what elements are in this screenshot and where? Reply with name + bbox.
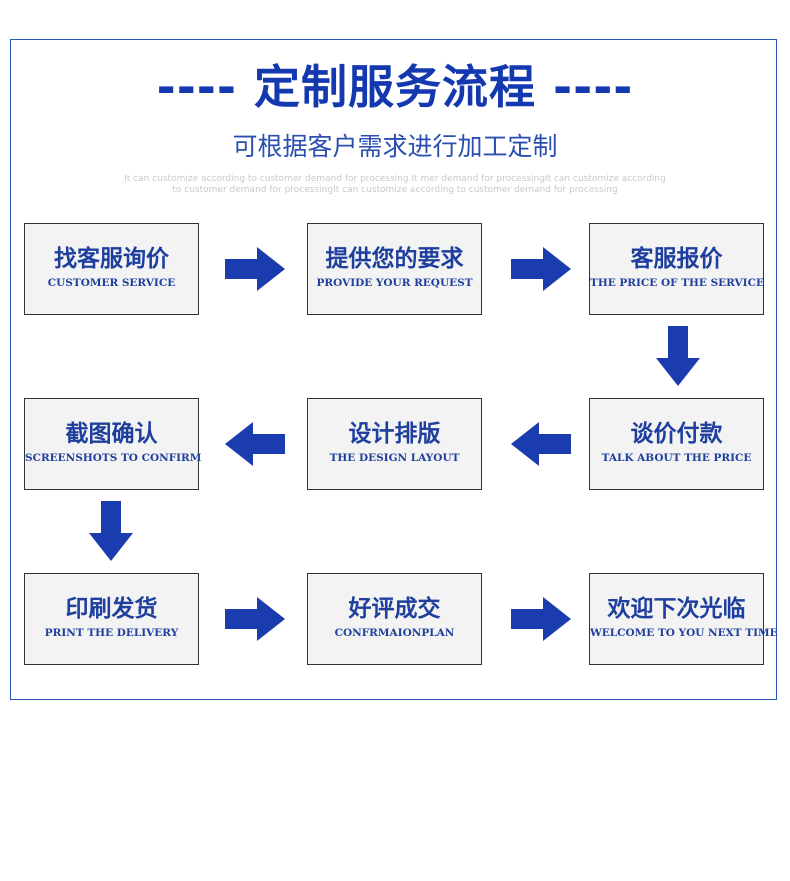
step-box-7: 印刷发货 PRINT THE DELIVERY (24, 573, 199, 665)
step-title: 谈价付款 (630, 420, 723, 447)
step-title: 设计排版 (348, 420, 441, 447)
right-arrow-icon (225, 597, 285, 641)
step-title: 好评成交 (348, 595, 441, 622)
left-arrow-icon (225, 422, 285, 466)
right-arrow-icon (511, 597, 571, 641)
step-title: 提供您的要求 (325, 245, 464, 272)
left-arrow-icon (511, 422, 571, 466)
decorative-caption: It can customize according to customer d… (124, 174, 666, 195)
step-box-1: 找客服询价 CUSTOMER SERVICE (24, 223, 199, 315)
step-title: 欢迎下次光临 (607, 595, 746, 622)
step-title: 找客服询价 (54, 245, 169, 272)
step-box-5: 设计排版 THE DESIGN LAYOUT (307, 398, 482, 490)
down-arrow-icon (89, 501, 133, 561)
page-subtitle: 可根据客户需求进行加工定制 (232, 132, 558, 161)
down-arrow-icon (656, 326, 700, 386)
step-box-6: 截图确认 SCREENSHOTS TO CONFIRM (24, 398, 202, 490)
step-title: 截图确认 (65, 420, 158, 447)
step-subtitle: THE DESIGN LAYOUT (329, 452, 460, 464)
step-subtitle: THE PRICE OF THE SERVICE (590, 277, 764, 289)
step-subtitle: PRINT THE DELIVERY (44, 627, 179, 639)
step-subtitle: PROVIDE YOUR REQUEST (316, 277, 473, 289)
step-subtitle: CONFRMAIONPLAN (334, 627, 455, 639)
step-box-2: 提供您的要求 PROVIDE YOUR REQUEST (307, 223, 482, 315)
step-title: 印刷发货 (65, 595, 158, 622)
page-title: ---- 定制服务流程 ---- (156, 60, 634, 114)
step-subtitle: CUSTOMER SERVICE (47, 277, 176, 289)
step-box-8: 好评成交 CONFRMAIONPLAN (307, 573, 482, 665)
right-arrow-icon (511, 247, 571, 291)
step-box-3: 客服报价 THE PRICE OF THE SERVICE (589, 223, 764, 315)
right-arrow-icon (225, 247, 285, 291)
flow-frame (10, 39, 777, 700)
step-subtitle: SCREENSHOTS TO CONFIRM (25, 452, 202, 464)
step-subtitle: TALK ABOUT THE PRICE (601, 452, 752, 464)
step-title: 客服报价 (630, 245, 723, 272)
step-box-9: 欢迎下次光临 WELCOME TO YOU NEXT TIME (589, 573, 778, 665)
step-subtitle: WELCOME TO YOU NEXT TIME (590, 627, 778, 639)
step-box-4: 谈价付款 TALK ABOUT THE PRICE (589, 398, 764, 490)
